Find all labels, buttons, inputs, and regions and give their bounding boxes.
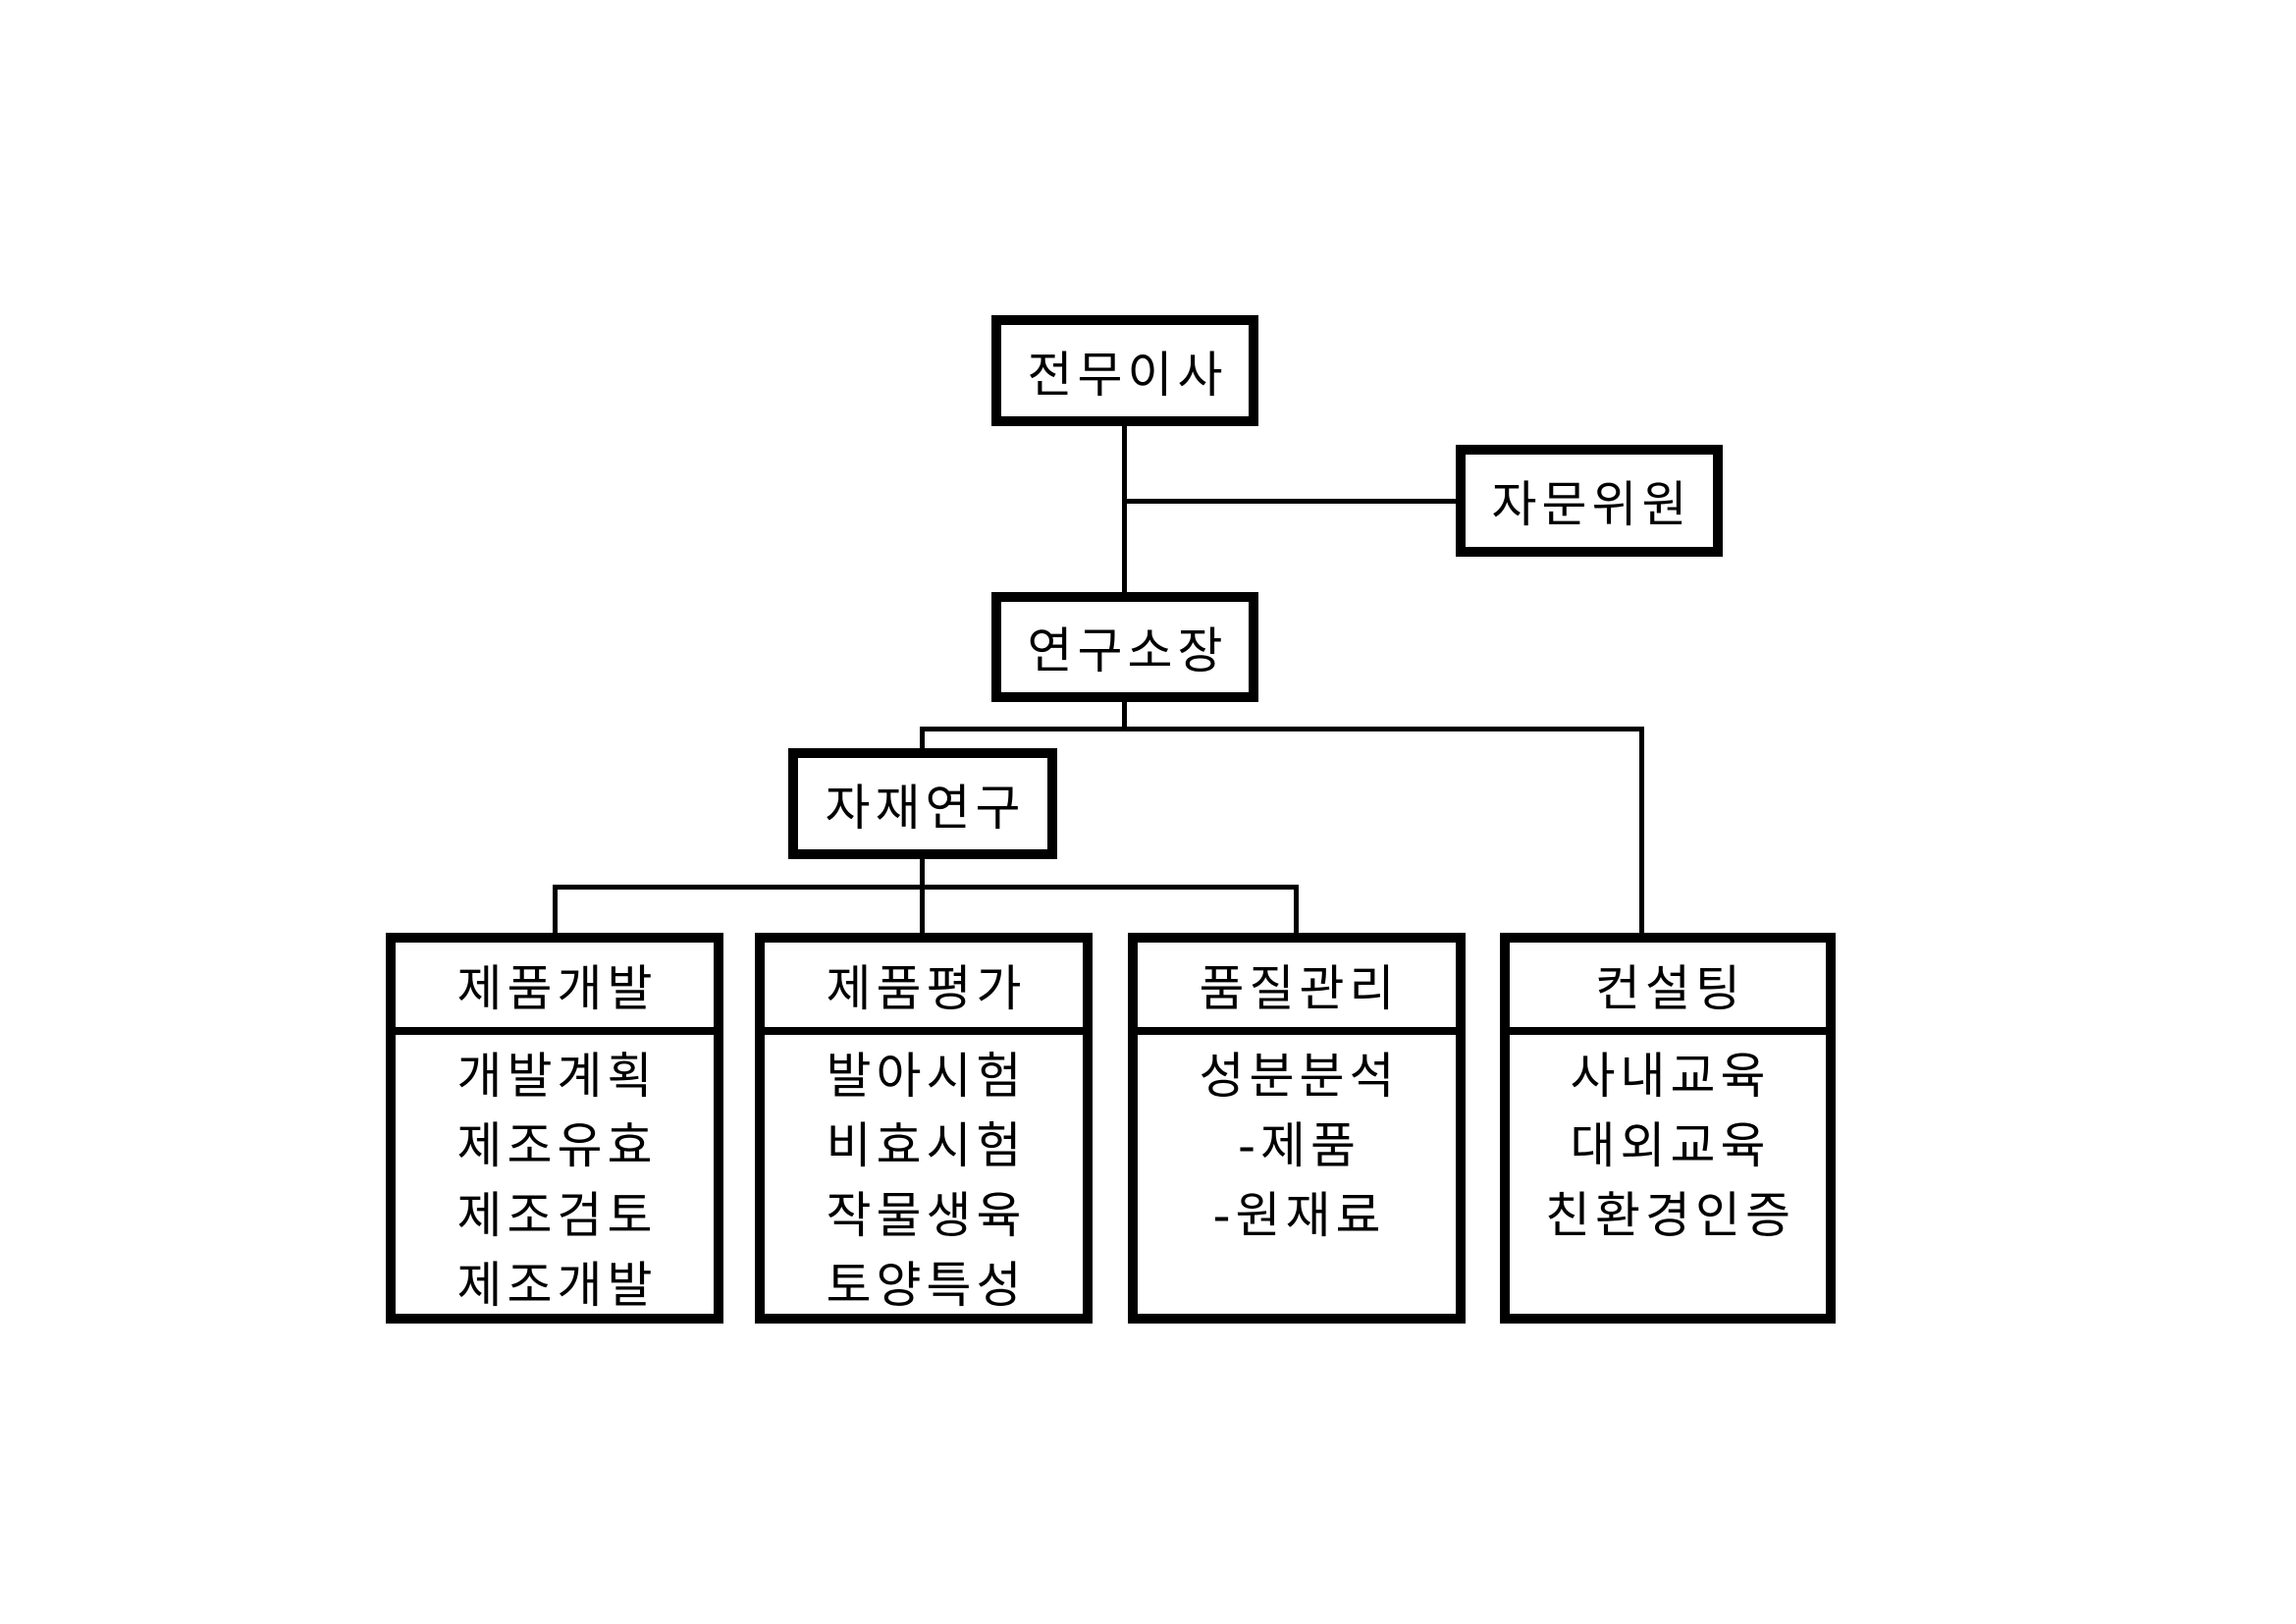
connector-drop-material-research-line — [920, 727, 925, 752]
dept-header: 제품개발 — [396, 943, 714, 1035]
node-advisory-committee: 자문위원 — [1456, 445, 1723, 557]
material-research-label: 자재연구 — [825, 779, 1026, 837]
dept-item: 대외교육 — [1570, 1116, 1771, 1174]
dept-title: 제품개발 — [456, 960, 658, 1017]
dept-item: 제조유효 — [456, 1116, 658, 1174]
dept-item: 성분분석 — [1199, 1047, 1400, 1105]
dept-quality-control: 품질관리 성분분석 -제품 -원재료 — [1128, 933, 1466, 1324]
connector-drop-consulting-line — [1639, 727, 1644, 938]
dept-item: 개발계획 — [456, 1047, 658, 1105]
connector-material-down-line — [920, 857, 925, 890]
dept-item: 친환경인증 — [1545, 1186, 1795, 1244]
connector-to-advisor-line — [1122, 499, 1456, 504]
dept-item: 제조개발 — [456, 1256, 658, 1314]
dept-title: 품질관리 — [1199, 960, 1400, 1017]
research-director-label: 연구소장 — [1027, 623, 1228, 679]
advisory-committee-label: 자문위원 — [1491, 476, 1692, 533]
dept-item: 사내교육 — [1570, 1047, 1771, 1105]
dept-item-list: 사내교육 대외교육 친환경인증 — [1510, 1035, 1826, 1246]
dept-item: 발아시험 — [826, 1047, 1027, 1105]
node-executive-director: 전무이사 — [991, 315, 1258, 426]
connector-branch-lower-line — [553, 885, 1299, 890]
dept-item: 토양특성 — [826, 1256, 1027, 1314]
connector-executive-to-director-line — [1122, 423, 1127, 594]
dept-title: 컨설팅 — [1595, 960, 1745, 1017]
dept-product-development: 제품개발 개발계획 제조유효 제조검토 제조개발 — [386, 933, 723, 1324]
dept-header: 품질관리 — [1138, 943, 1456, 1035]
dept-product-evaluation: 제품평가 발아시험 비효시험 작물생육 토양특성 — [755, 933, 1093, 1324]
connector-director-down-line — [1122, 700, 1127, 731]
connector-drop-quality-control-line — [1294, 885, 1299, 936]
dept-item: -원재료 — [1212, 1186, 1386, 1244]
dept-item: 비효시험 — [826, 1116, 1027, 1174]
dept-consulting: 컨설팅 사내교육 대외교육 친환경인증 — [1500, 933, 1836, 1324]
dept-title: 제품평가 — [826, 960, 1027, 1017]
dept-item: 제조검토 — [456, 1186, 658, 1244]
dept-header: 제품평가 — [765, 943, 1083, 1035]
dept-item-list: 발아시험 비효시험 작물생육 토양특성 — [765, 1035, 1083, 1316]
executive-director-label: 전무이사 — [1027, 346, 1228, 404]
dept-item-list: 개발계획 제조유효 제조검토 제조개발 — [396, 1035, 714, 1316]
dept-header: 컨설팅 — [1510, 943, 1826, 1035]
node-research-director: 연구소장 — [991, 592, 1258, 702]
connector-drop-product-development-line — [553, 885, 558, 936]
node-material-research: 자재연구 — [788, 748, 1057, 859]
connector-branch-upper-line — [920, 727, 1644, 731]
dept-item: 작물생육 — [826, 1186, 1027, 1244]
dept-item: -제품 — [1237, 1116, 1362, 1174]
dept-item-list: 성분분석 -제품 -원재료 — [1138, 1035, 1456, 1246]
connector-drop-product-evaluation-line — [920, 885, 925, 936]
